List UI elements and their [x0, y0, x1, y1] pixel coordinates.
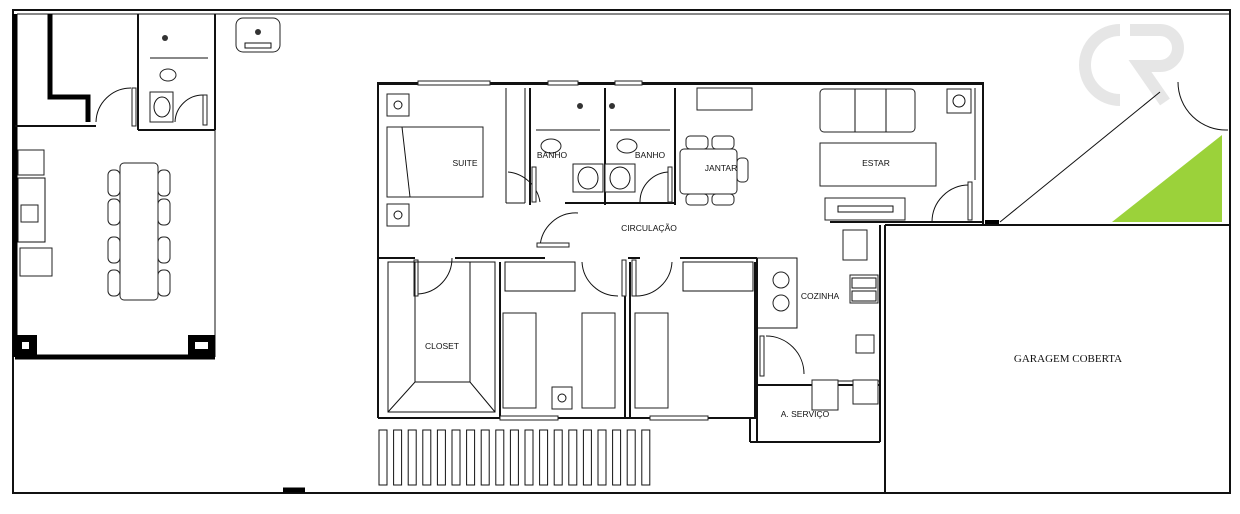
parking-stripe: [539, 429, 549, 486]
shower-icon: [162, 35, 168, 41]
washing-machine-icon: [811, 379, 839, 411]
toilet-icon: [540, 138, 562, 154]
parking-stripes: [378, 429, 651, 486]
label-garagem: GARAGEM COBERTA: [1014, 353, 1122, 365]
garage: [884, 81, 1231, 492]
label-suite: SUITE: [452, 158, 477, 168]
sofa: [819, 88, 916, 133]
label-estar: ESTAR: [862, 158, 890, 168]
windows: [417, 80, 709, 421]
fridge-icon: [842, 229, 868, 261]
furniture: [386, 87, 972, 413]
label-banho-1: BANHO: [537, 150, 568, 160]
stool-icon: [772, 294, 790, 312]
toilet-icon: [159, 68, 177, 82]
parking-stripe: [422, 429, 432, 486]
shower-icon: [609, 103, 615, 109]
parking-stripe: [466, 429, 476, 486]
toilet-icon: [616, 138, 638, 154]
parking-stripe: [378, 429, 388, 486]
label-jantar: JANTAR: [705, 163, 737, 173]
nightstand-icon: [386, 93, 410, 117]
annex: [12, 14, 281, 360]
parking-stripe: [626, 429, 636, 486]
nightstand-icon: [386, 203, 410, 227]
parking-stripe: [509, 429, 519, 486]
closet-shelves: [387, 261, 496, 413]
tv-stand: [824, 197, 906, 221]
fireplace-icon: [946, 88, 972, 114]
single-bed: [634, 312, 669, 409]
dining-table: [679, 135, 749, 206]
parking-stripe: [495, 429, 505, 486]
fridge-icon: [17, 149, 45, 176]
label-banho-2: BANHO: [635, 150, 666, 160]
shower-icon: [577, 103, 583, 109]
parking-stripe: [480, 429, 490, 486]
label-closet: CLOSET: [425, 341, 459, 351]
kitchen-sink-icon: [20, 204, 39, 223]
nightstand-icon: [551, 386, 573, 410]
parking-stripe: [641, 429, 651, 486]
coffee-table: [819, 142, 937, 187]
stool-icon: [772, 271, 790, 289]
parking-stripe: [568, 429, 578, 486]
tank-icon: [852, 379, 879, 405]
single-bed: [581, 312, 616, 409]
parking-stripe: [582, 429, 592, 486]
room-labels: SUITE BANHO BANHO JANTAR ESTAR CIRCULAÇÃ…: [425, 150, 1122, 419]
dining-table: [107, 162, 171, 301]
logo-watermark: [1079, 24, 1184, 106]
parking-stripe: [612, 429, 622, 486]
parking-stripe: [451, 429, 461, 486]
parking-stripe: [393, 429, 403, 486]
label-cozinha: COZINHA: [801, 291, 840, 301]
stove-icon: [19, 247, 53, 277]
label-servico: A. SERVIÇO: [781, 409, 830, 419]
sideboard: [696, 87, 753, 111]
single-bed: [502, 312, 537, 409]
garden-area: [1112, 135, 1222, 222]
stove-icon: [849, 274, 879, 304]
parking-stripe: [553, 429, 563, 486]
parking-stripe: [407, 429, 417, 486]
label-circulacao: CIRCULAÇÃO: [621, 223, 677, 233]
door-swing: [95, 87, 132, 123]
kitchen-sink-icon: [855, 334, 875, 354]
doors: [413, 166, 999, 377]
parking-stripe: [524, 429, 534, 486]
parking-stripe: [597, 429, 607, 486]
parking-stripe: [436, 429, 446, 486]
